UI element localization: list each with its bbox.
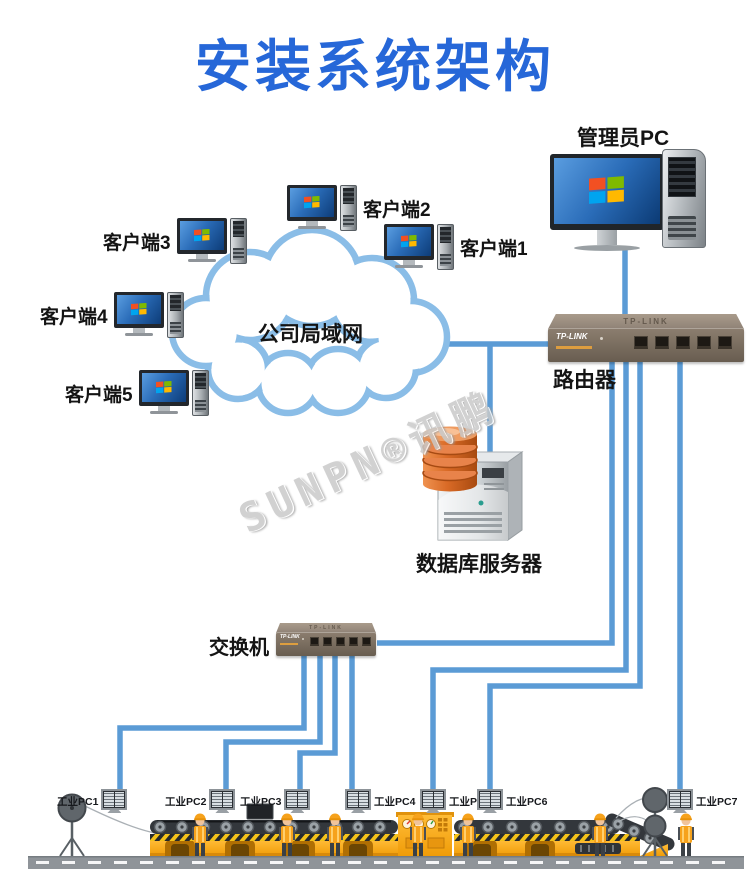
tower-icon	[191, 370, 209, 416]
client-pc-1: 客户端1	[384, 224, 528, 270]
switch-top: TP-LINK	[276, 623, 376, 633]
windows-logo-icon	[193, 229, 210, 242]
cable-router-pc5	[430, 358, 629, 794]
desktop-computer-icon	[384, 224, 454, 270]
ethernet-port	[336, 637, 345, 646]
router-face: TP-LINK	[548, 328, 744, 362]
admin-pc-label: 管理员PC	[577, 127, 670, 150]
client-label: 客户端3	[103, 232, 171, 254]
ethernet-port	[349, 637, 358, 646]
database-server-icon	[422, 426, 524, 541]
industrial-pc-label: 工业PC3	[240, 796, 282, 808]
router-device: TP-LINK TP-LINK	[548, 314, 744, 362]
desktop-computer-icon	[287, 185, 357, 231]
desktop-computer-icon	[113, 292, 184, 338]
cable-switch-pc2	[223, 652, 323, 794]
industrial-pc-4: 工业PC4	[345, 789, 415, 813]
model-text	[556, 346, 592, 349]
cloud-label: 公司局域网	[258, 323, 363, 346]
monitor-base	[574, 245, 640, 251]
monitor-stand	[597, 230, 617, 245]
tower-icon	[229, 218, 247, 264]
industrial-monitor-icon	[420, 789, 446, 810]
switch-label: 交换机	[209, 637, 269, 659]
cable-switch-pc3	[297, 652, 338, 794]
ethernet-port	[634, 336, 648, 349]
status-led	[600, 337, 603, 340]
cable-router-switch	[377, 358, 615, 646]
ethernet-port	[697, 336, 711, 349]
industrial-monitor-icon	[101, 789, 128, 810]
cable-router-pc6	[487, 358, 643, 794]
desktop-computer-icon	[176, 218, 247, 264]
ethernet-port	[362, 637, 371, 646]
status-led	[302, 638, 304, 640]
client-pc-4: 客户端4	[40, 292, 184, 338]
ethernet-ports	[310, 637, 371, 646]
page-title: 安装系统架构	[195, 35, 555, 98]
industrial-pc-1: 工业PC1	[57, 789, 128, 813]
tower-icon	[166, 292, 184, 338]
admin-tower-icon	[662, 149, 706, 248]
industrial-monitor-icon	[284, 789, 311, 810]
industrial-monitor-icon	[345, 789, 371, 810]
industrial-pc-3: 工业PC3	[240, 789, 311, 813]
road-dashes	[36, 861, 725, 864]
conveyor-machine-right	[454, 813, 675, 856]
client-pc-2: 客户端2	[287, 185, 431, 231]
industrial-pc-label: 工业PC7	[696, 796, 738, 808]
ethernet-port	[323, 637, 332, 646]
admin-screen	[550, 154, 664, 230]
desktop-computer-icon	[138, 370, 209, 416]
windows-logo-icon	[130, 303, 147, 316]
tower-icon	[340, 185, 357, 231]
tower-icon	[437, 224, 454, 270]
industrial-pc-label: 工业PC6	[506, 796, 548, 808]
windows-logo-icon	[589, 176, 624, 204]
ethernet-port	[718, 336, 732, 349]
industrial-pc-label: 工业PC2	[165, 796, 207, 808]
industrial-pc-label: 工业PC4	[374, 796, 416, 808]
brand-logo: TP-LINK	[280, 634, 300, 640]
model-text	[280, 643, 298, 645]
cable-drum-pole-right	[615, 787, 668, 857]
database-server-label: 数据库服务器	[416, 553, 542, 576]
industrial-pc-6: 工业PC6	[477, 789, 547, 813]
router-label: 路由器	[553, 369, 616, 392]
client-label: 客户端1	[460, 238, 528, 260]
client-label: 客户端2	[363, 199, 431, 221]
industrial-monitor-icon	[209, 789, 236, 810]
client-pc-3: 客户端3	[103, 218, 247, 264]
industrial-monitor-icon	[477, 789, 503, 810]
industrial-pc-7: 工业PC7	[667, 789, 737, 813]
ethernet-ports	[634, 336, 732, 349]
windows-logo-icon	[401, 235, 417, 248]
client-label: 客户端5	[65, 384, 133, 406]
industrial-pc-5: 工业PC5	[420, 789, 490, 813]
admin-monitor-icon	[550, 154, 664, 251]
industrial-pc-2: 工业PC2	[165, 789, 236, 813]
windows-logo-icon	[155, 381, 172, 394]
windows-logo-icon	[304, 196, 320, 209]
switch-device: TP-LINK TP-LINK	[276, 623, 376, 656]
industrial-pc-label: 工业PC1	[57, 796, 99, 808]
ethernet-port	[655, 336, 669, 349]
brand-logo: TP-LINK	[556, 332, 588, 341]
ethernet-port	[310, 637, 319, 646]
industrial-monitor-icon	[667, 789, 693, 810]
client-pc-5: 客户端5	[65, 370, 209, 416]
router-top: TP-LINK	[548, 314, 744, 329]
database-cylinder-icon	[422, 426, 478, 492]
switch-face: TP-LINK	[276, 632, 376, 656]
ethernet-port	[676, 336, 690, 349]
lan-cloud	[168, 226, 451, 417]
factory-scene	[28, 787, 744, 869]
cable-switch-pc1	[117, 652, 307, 794]
client-label: 客户端4	[40, 306, 108, 328]
